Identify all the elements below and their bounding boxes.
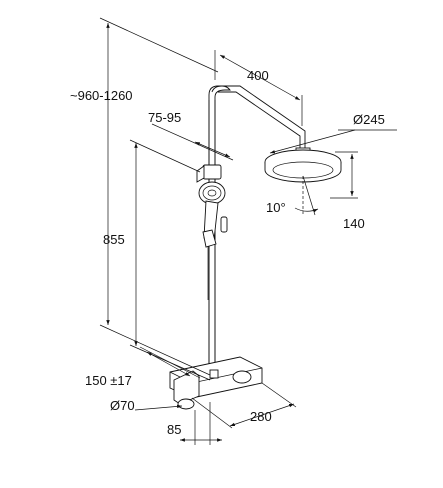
head-diameter-label: Ø245 — [353, 112, 385, 127]
shower-arm — [211, 85, 306, 152]
hand-shower — [198, 181, 228, 248]
head-tilt-label: 10° — [266, 200, 286, 215]
holder-height-label: 855 — [103, 232, 125, 247]
inlet-spacing-label: 150 ±17 — [85, 373, 132, 388]
rain-shower-head — [264, 147, 342, 183]
holder-offset-label: 75-95 — [148, 110, 181, 125]
head-drop-label: 140 — [343, 216, 365, 231]
arm-length-label: 400 — [247, 68, 269, 83]
wall-offset-label: 85 — [167, 422, 181, 437]
thermostatic-mixer — [169, 356, 263, 410]
total-height-label: ~960-1260 — [70, 88, 133, 103]
dimension-labels: ~960-1260 400 Ø245 140 10° 75-95 855 150… — [70, 68, 385, 437]
dimension-lines — [99, 17, 397, 445]
shower-column — [169, 85, 342, 410]
escutcheon-diameter-label: Ø70 — [110, 398, 135, 413]
mixer-width-label: 280 — [250, 409, 272, 424]
hand-shower-holder — [196, 164, 222, 183]
